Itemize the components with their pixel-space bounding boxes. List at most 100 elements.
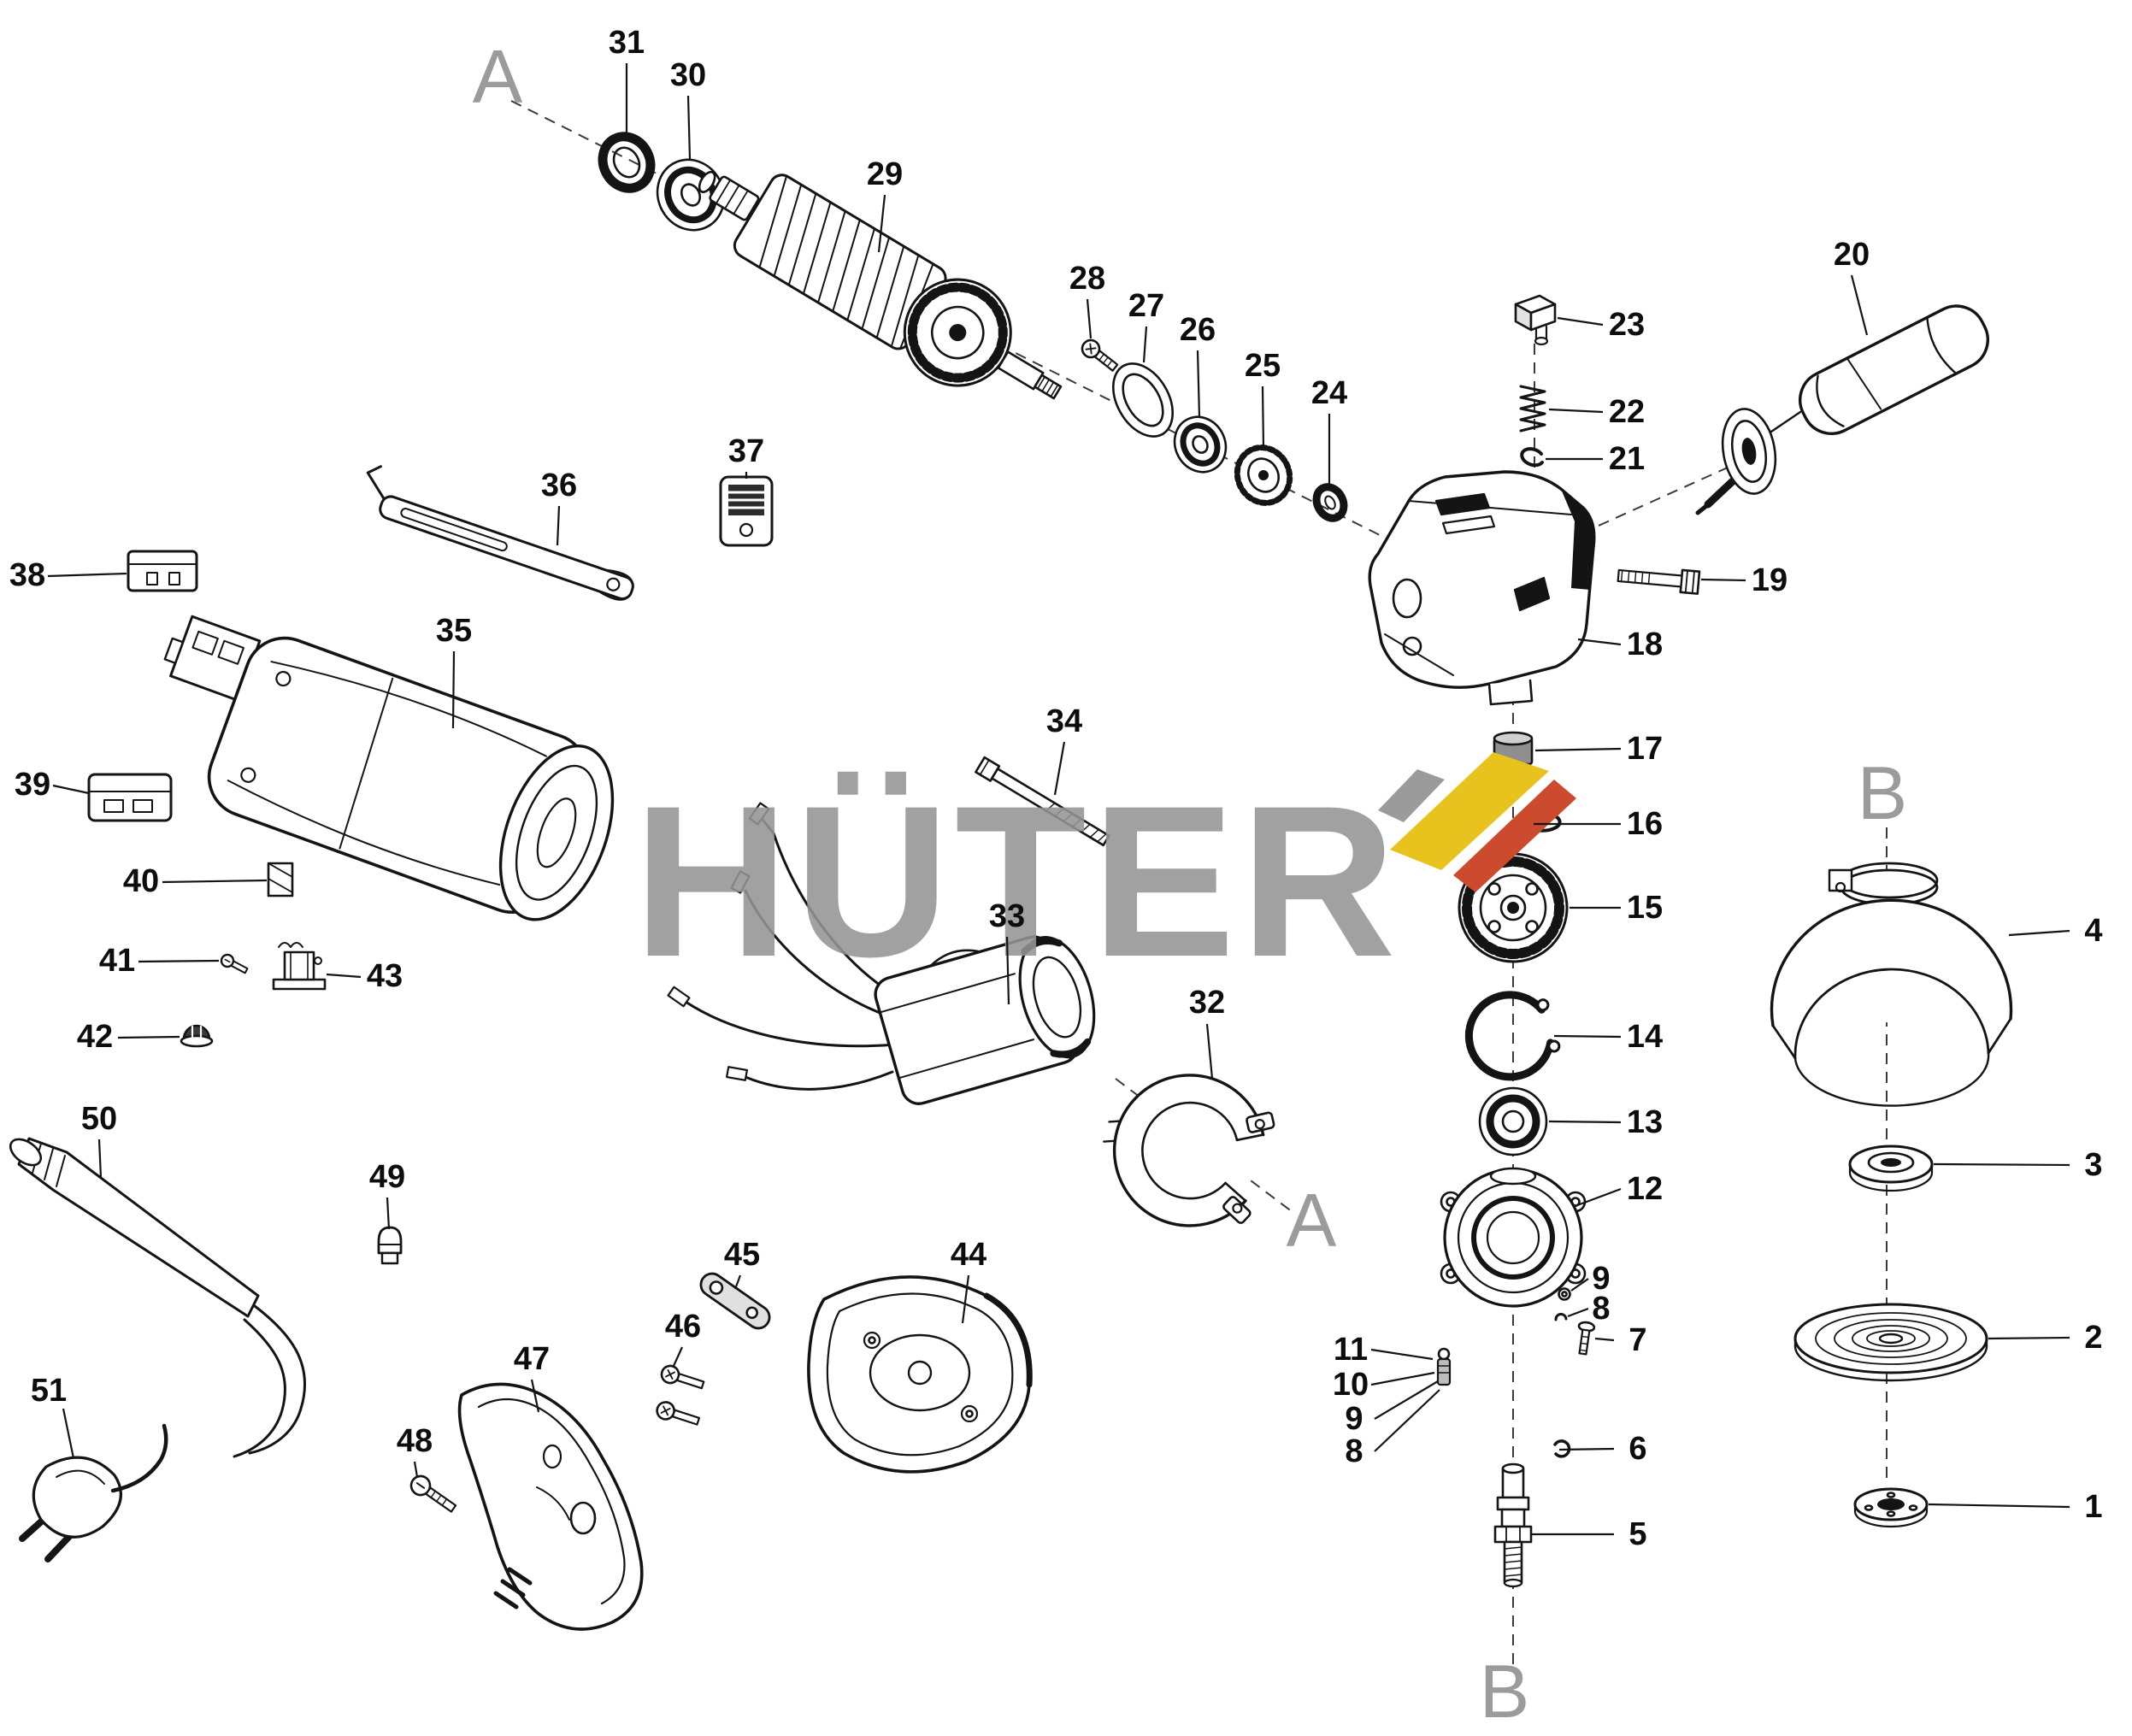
part-label-7: 7 (1628, 1322, 1646, 1358)
part-label-9-left: 9 (1345, 1401, 1363, 1437)
part-label-5: 5 (1628, 1516, 1646, 1552)
part-36-lock-lever (366, 465, 634, 601)
part-label-50: 50 (81, 1101, 117, 1137)
part-label-15: 15 (1627, 890, 1663, 926)
part-label-46: 46 (665, 1309, 701, 1345)
part-35-motor-housing (163, 615, 615, 921)
part-33-stator (667, 802, 1096, 1105)
part-44-rear-cover (807, 1275, 1033, 1474)
part-12-bearing-flange (1440, 1167, 1587, 1308)
part-6-clip (1553, 1439, 1571, 1458)
part-label-22: 22 (1609, 394, 1645, 430)
part-42-brush-cap (180, 1024, 214, 1048)
section-marker-b-bottom: B (1480, 1649, 1530, 1733)
part-label-45: 45 (724, 1237, 760, 1273)
part-label-41: 41 (99, 943, 135, 979)
part-label-18: 18 (1627, 627, 1663, 662)
part-label-26: 26 (1180, 312, 1216, 348)
part-label-43: 43 (367, 958, 403, 994)
part-26-bearing (1173, 415, 1228, 474)
part-51-power-plug (19, 1423, 168, 1562)
leader-lines (47, 63, 2070, 1536)
part-label-38: 38 (9, 557, 45, 593)
part-label-51: 51 (31, 1373, 67, 1409)
part-label-12: 12 (1627, 1171, 1663, 1207)
part-label-30: 30 (670, 57, 706, 93)
part-label-47: 47 (514, 1341, 550, 1377)
part-label-16: 16 (1627, 806, 1663, 842)
part-5-spindle (1493, 1462, 1533, 1588)
part-label-44: 44 (951, 1237, 986, 1273)
part-label-27: 27 (1128, 288, 1164, 324)
part-24-collar-nut (1312, 483, 1348, 522)
part-label-33: 33 (989, 898, 1025, 934)
part-31-ring (598, 132, 656, 193)
part-7-screw (1577, 1321, 1596, 1356)
part-39-switch-block (87, 773, 173, 822)
part-label-23: 23 (1609, 307, 1645, 343)
part-11-pin-stack (1436, 1347, 1452, 1386)
brand-flag-red (1453, 780, 1576, 892)
part-49-terminal-cap (377, 1226, 403, 1265)
part-label-32: 32 (1189, 985, 1225, 1021)
part-label-2: 2 (2084, 1320, 2102, 1356)
brand-flag-yellow (1390, 752, 1549, 870)
part-label-17: 17 (1627, 731, 1663, 767)
part-label-35: 35 (436, 613, 472, 649)
part-label-3: 3 (2084, 1147, 2102, 1183)
part-label-19: 19 (1752, 562, 1787, 598)
part-labels: A 31 30 29 28 27 26 25 24 23 22 21 20 19… (9, 25, 2103, 1733)
part-27-flange-plate (1112, 362, 1174, 438)
part-3-inner-flange (1848, 1145, 1934, 1192)
part-label-13: 13 (1627, 1104, 1663, 1140)
part-label-8-left: 8 (1345, 1433, 1363, 1469)
part-label-4: 4 (2084, 913, 2102, 949)
part-label-24: 24 (1311, 375, 1347, 411)
part-label-25: 25 (1245, 348, 1281, 384)
part-20-side-handle (1695, 304, 1989, 515)
part-label-31: 31 (609, 25, 645, 61)
part-label-1: 1 (2084, 1489, 2102, 1525)
part-45-lever-plate (699, 1272, 771, 1330)
part-label-37: 37 (728, 433, 764, 469)
part-9-washer (1558, 1287, 1571, 1301)
part-label-39: 39 (15, 767, 50, 803)
part-2-grinding-disc (1793, 1303, 1988, 1382)
part-4-wheel-guard (1770, 862, 2013, 1107)
part-41-screw (220, 953, 249, 974)
part-25-pinion-gear (1234, 444, 1293, 506)
section-marker-a-top: A (473, 34, 523, 119)
part-18-gear-housing (1368, 470, 1596, 706)
part-label-49: 49 (369, 1159, 405, 1195)
part-37-switch-slider (719, 475, 774, 547)
part-label-14: 14 (1627, 1019, 1663, 1055)
part-38-module-box (127, 550, 198, 592)
part-34-long-bolt (975, 756, 1110, 847)
part-21-clip (1520, 447, 1544, 468)
part-label-48: 48 (397, 1423, 433, 1459)
part-50-cord-guard (9, 1137, 306, 1458)
part-8-spring-washer (1554, 1313, 1568, 1321)
section-marker-a-mid: A (1287, 1178, 1337, 1262)
part-48-screw (409, 1474, 457, 1513)
part-label-36: 36 (541, 468, 577, 503)
part-1-clamp-nut (1853, 1487, 1929, 1528)
part-43-brush-holder (272, 942, 327, 991)
part-47-handle-shell (457, 1382, 644, 1631)
part-13-ball-bearing (1478, 1086, 1548, 1156)
part-label-42: 42 (77, 1019, 113, 1055)
part-40-insulation-sleeve (267, 862, 294, 897)
part-46-screws (656, 1364, 705, 1426)
section-marker-b-right: B (1858, 750, 1908, 835)
part-label-28: 28 (1069, 261, 1105, 297)
part-label-11: 11 (1334, 1332, 1368, 1368)
brand-watermark-text: HÜTER (633, 762, 1401, 1002)
brand-watermark: HÜTER (633, 752, 1576, 1002)
part-32-clamp-ring (1103, 1074, 1275, 1227)
part-label-21: 21 (1609, 441, 1645, 477)
part-14-snap-ring (1464, 991, 1561, 1081)
part-label-10: 10 (1333, 1367, 1369, 1403)
part-29-armature (698, 170, 1063, 400)
